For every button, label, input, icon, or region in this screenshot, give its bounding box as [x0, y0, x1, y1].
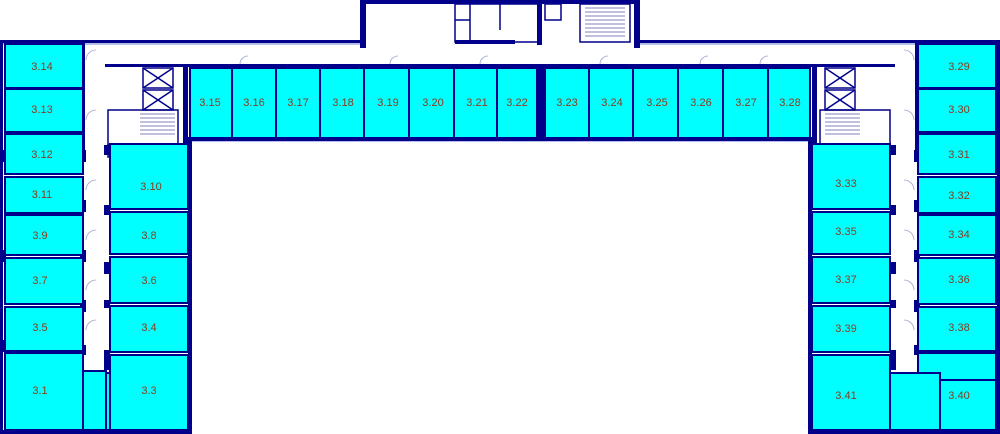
unit-shape[interactable] — [917, 88, 997, 133]
apartment-unit[interactable]: 3.37 — [811, 256, 891, 304]
apartment-unit[interactable]: 3.19 — [363, 67, 410, 139]
apartment-unit[interactable]: 3.7 — [4, 257, 84, 305]
apartment-unit[interactable]: 3.33 — [811, 143, 891, 210]
apartment-unit[interactable]: 3.27 — [722, 67, 769, 139]
apartment-unit[interactable]: 3.31 — [917, 133, 997, 175]
outer-wall-top-left — [0, 40, 365, 43]
apartment-unit[interactable]: 3.4 — [109, 305, 189, 353]
apartment-unit[interactable]: 3.28 — [767, 67, 811, 139]
unit-shape[interactable] — [889, 372, 941, 431]
unit-shape[interactable] — [496, 67, 538, 139]
apartment-unit[interactable]: 3.23 — [544, 67, 590, 139]
apartment-unit[interactable]: 3.36 — [917, 257, 997, 305]
apartment-unit[interactable]: 3.21 — [453, 67, 498, 139]
apartment-unit[interactable]: 3.34 — [917, 214, 997, 256]
stairs-top — [579, 3, 631, 43]
apartment-unit[interactable]: 3.41 — [811, 354, 941, 431]
apartment-unit[interactable]: 3.8 — [109, 211, 189, 255]
unit-shape[interactable] — [109, 305, 189, 353]
apartment-unit[interactable]: 3.12 — [4, 133, 84, 175]
apartment-unit[interactable]: 3.15 — [189, 67, 233, 139]
apartment-unit[interactable]: 3.25 — [632, 67, 679, 139]
apartment-unit[interactable]: 3.38 — [917, 306, 997, 352]
apartment-unit[interactable]: 3.16 — [231, 67, 277, 139]
unit-shape[interactable] — [544, 67, 590, 139]
bottom-wall-right — [808, 430, 1000, 434]
unit-shape[interactable] — [632, 67, 679, 139]
unit-shape[interactable] — [811, 143, 891, 210]
outer-wall-right — [997, 40, 1000, 434]
apartment-unit[interactable]: 3.18 — [319, 67, 365, 139]
unit-shape[interactable] — [109, 256, 189, 304]
apartment-unit[interactable]: 3.13 — [4, 88, 84, 133]
unit-shape[interactable] — [82, 370, 107, 431]
unit-shape[interactable] — [109, 143, 189, 210]
apartment-unit[interactable]: 3.3 — [109, 354, 189, 431]
apartment-unit[interactable]: 3.22 — [496, 67, 538, 139]
unit-shape[interactable] — [811, 256, 891, 304]
apartment-unit[interactable]: 3.29 — [917, 43, 997, 89]
unit-shape[interactable] — [109, 211, 189, 255]
unit-shape[interactable] — [811, 211, 891, 255]
inner-wall-right — [808, 137, 812, 434]
unit-shape[interactable] — [109, 354, 189, 431]
apartment-unit[interactable]: 3.26 — [677, 67, 724, 139]
unit-shape[interactable] — [453, 67, 498, 139]
outer-wall-left — [0, 40, 3, 434]
unit-shape[interactable] — [4, 214, 84, 256]
unit-shape[interactable] — [275, 67, 321, 139]
apartment-unit[interactable]: 3.35 — [811, 211, 891, 255]
unit-shape[interactable] — [4, 257, 84, 305]
unit-shape[interactable] — [4, 352, 84, 431]
inner-wall-left — [188, 137, 192, 434]
door-swings — [85, 49, 915, 331]
unit-shape[interactable] — [4, 133, 84, 175]
apartment-unit[interactable]: 3.1 — [4, 352, 111, 431]
apartment-unit[interactable]: 3.11 — [4, 176, 84, 214]
unit-shape[interactable] — [917, 257, 997, 305]
bottom-wall-left — [0, 430, 192, 434]
apartment-unit[interactable]: 3.30 — [917, 88, 997, 133]
unit-shape[interactable] — [917, 306, 997, 352]
apartment-unit[interactable]: 3.6 — [109, 256, 189, 304]
unit-shape[interactable] — [917, 214, 997, 256]
apartment-unit[interactable]: 3.24 — [588, 67, 634, 139]
unit-shape[interactable] — [767, 67, 811, 139]
unit-shape[interactable] — [231, 67, 277, 139]
unit-shape[interactable] — [722, 67, 769, 139]
service-block — [360, 0, 640, 48]
unit-shape[interactable] — [677, 67, 724, 139]
unit-shape[interactable] — [4, 88, 84, 133]
apartment-unit[interactable]: 3.20 — [408, 67, 455, 139]
unit-shape[interactable] — [363, 67, 410, 139]
unit-shape[interactable] — [811, 305, 891, 353]
unit-shape[interactable] — [917, 176, 997, 214]
apartment-unit[interactable]: 3.32 — [917, 176, 997, 214]
unit-shape[interactable] — [4, 176, 84, 214]
unit-shape[interactable] — [4, 43, 84, 89]
apartment-unit[interactable]: 3.17 — [275, 67, 321, 139]
unit-shape[interactable] — [811, 354, 891, 431]
unit-shape[interactable] — [4, 306, 84, 352]
apartment-unit[interactable]: 3.10 — [109, 143, 189, 210]
unit-shape[interactable] — [408, 67, 455, 139]
apartment-unit[interactable]: 3.14 — [4, 43, 84, 89]
unit-shape[interactable] — [189, 67, 233, 139]
unit-shape[interactable] — [939, 379, 997, 431]
apartment-unit[interactable]: 3.5 — [4, 306, 84, 352]
outer-wall-top-right — [635, 40, 1000, 43]
unit-shape[interactable] — [319, 67, 365, 139]
apartment-unit[interactable]: 3.9 — [4, 214, 84, 256]
unit-shape[interactable] — [588, 67, 634, 139]
apartment-unit[interactable]: 3.39 — [811, 305, 891, 353]
unit-shape[interactable] — [917, 133, 997, 175]
unit-shape[interactable] — [917, 43, 997, 89]
